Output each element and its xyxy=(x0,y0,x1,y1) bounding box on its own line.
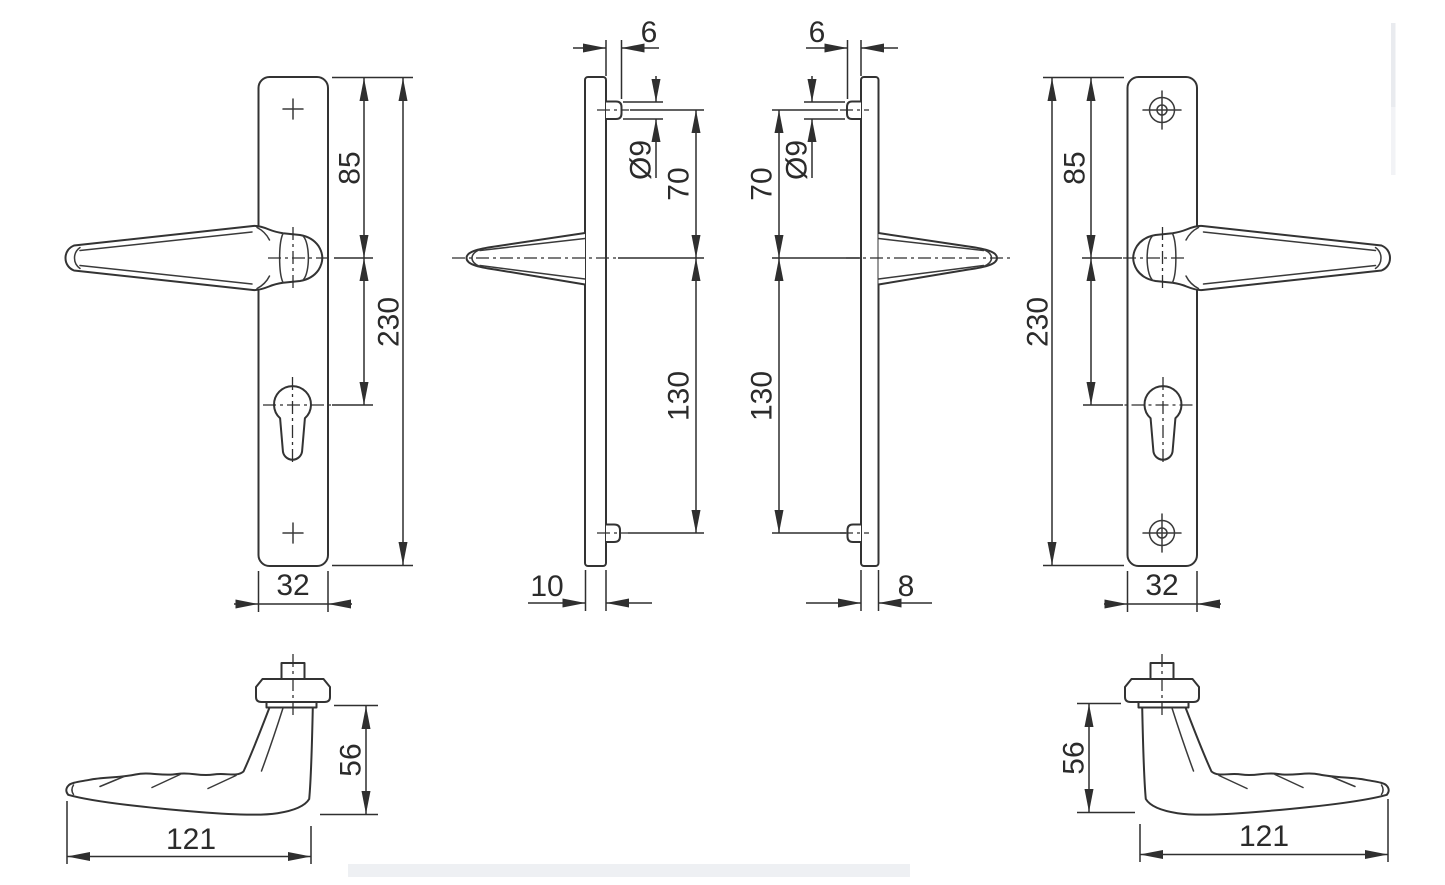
scroll-artifact-dark xyxy=(1391,23,1396,107)
dim-6-label: 6 xyxy=(641,16,658,49)
backplate-outline xyxy=(1122,76,1198,567)
dimensions-front-left: 85 230 32 xyxy=(234,76,413,612)
front-view-left: 85 230 32 xyxy=(64,76,413,612)
lever-profile xyxy=(465,232,586,286)
dim-8-label: 8 xyxy=(898,570,915,603)
dim-56-label: 56 xyxy=(1058,741,1091,774)
dim-121-label: 121 xyxy=(166,823,216,856)
handle-profile-shape xyxy=(1124,653,1390,816)
centerlines xyxy=(840,109,1011,534)
dimensions-side-left: 6 Ø9 70 130 10 xyxy=(528,16,704,611)
dim-130-label: 130 xyxy=(746,371,779,421)
plate-profile xyxy=(860,76,880,567)
dim-10-label: 10 xyxy=(530,570,563,603)
dimensions-side-right: 6 Ø9 70 130 8 xyxy=(746,16,932,611)
page-edge-strip xyxy=(348,864,910,877)
dim-32-label: 32 xyxy=(276,569,309,602)
dim-56-label: 56 xyxy=(335,743,368,776)
dim-121-label: 121 xyxy=(1239,820,1289,853)
centerlines xyxy=(452,109,629,534)
dim-85-label: 85 xyxy=(334,151,367,184)
handle-profile-view-right: 56 121 xyxy=(1058,653,1390,862)
handle-profile-view-left: 56 121 xyxy=(65,653,378,864)
bottom-pin xyxy=(605,523,621,543)
dim-70-label: 70 xyxy=(663,167,696,200)
dim-dia9-label: Ø9 xyxy=(625,140,658,180)
dim-130-label: 130 xyxy=(663,371,696,421)
lever-handle xyxy=(64,224,324,292)
side-view-left: 6 Ø9 70 130 10 xyxy=(452,16,704,611)
dimensions-profile-right: 56 121 xyxy=(1058,702,1389,862)
dim-85-label: 85 xyxy=(1059,151,1092,184)
scroll-artifact-light xyxy=(1391,107,1396,175)
dimensions-profile-left: 56 121 xyxy=(66,704,378,864)
handle-profile-shape xyxy=(65,653,332,816)
dim-dia9-label: Ø9 xyxy=(781,140,814,180)
side-view-right: 6 Ø9 70 130 8 xyxy=(746,16,1011,611)
handle-centerline xyxy=(1123,227,1188,291)
dimensions-front-right: 85 230 32 xyxy=(1022,76,1221,612)
screw-target-marks xyxy=(1142,90,1182,553)
front-view-right: 85 230 32 xyxy=(1022,76,1391,612)
dim-32-label: 32 xyxy=(1145,569,1178,602)
handle-centerline xyxy=(268,227,332,291)
lever-profile xyxy=(877,232,998,286)
backplate-outline xyxy=(257,76,333,567)
plate-profile xyxy=(584,76,607,567)
dim-70-label: 70 xyxy=(746,167,779,200)
screw-cross-marks xyxy=(282,98,304,544)
dim-6-label: 6 xyxy=(809,16,826,49)
dim-230-label: 230 xyxy=(373,297,406,347)
dim-230-label: 230 xyxy=(1022,297,1055,347)
